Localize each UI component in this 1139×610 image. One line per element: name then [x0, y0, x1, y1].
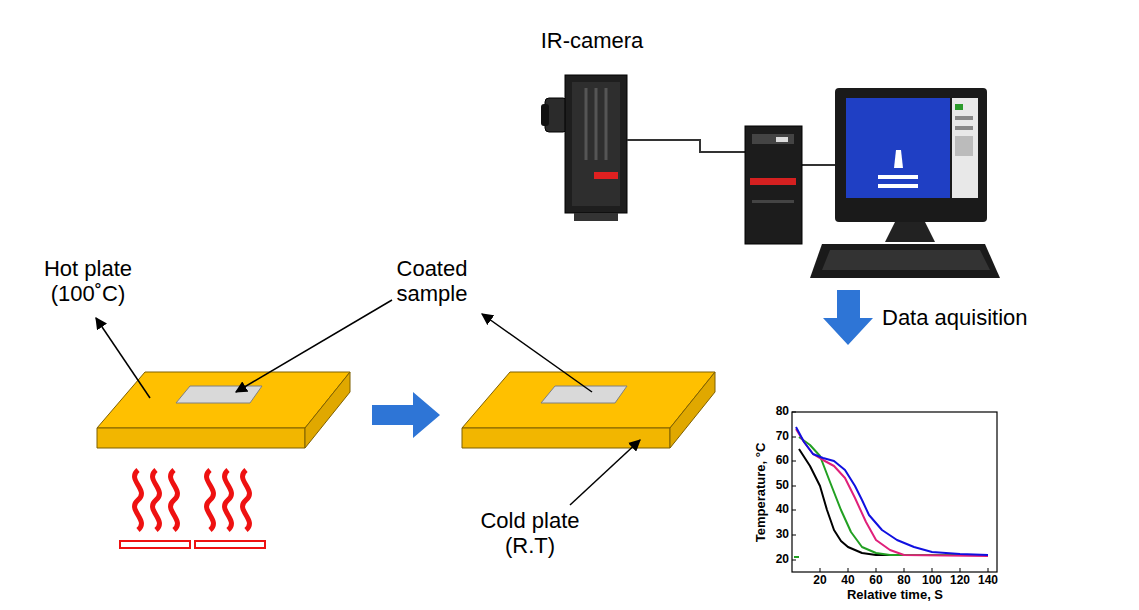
- heat-waves: [135, 470, 250, 530]
- axis-tick: 30: [776, 528, 789, 542]
- axis-tick: 70: [776, 430, 789, 444]
- axis-tick: 60: [776, 454, 789, 468]
- axis-tick: 140: [978, 574, 998, 588]
- cold-plate: [462, 372, 715, 448]
- leader-lines: [96, 300, 640, 505]
- axis-tick: 80: [897, 574, 910, 588]
- axis-title: Relative time, S: [847, 588, 943, 603]
- axis-tick: 20: [776, 553, 789, 567]
- computer-tower: [745, 126, 802, 244]
- down-arrow: [823, 290, 873, 345]
- hot-plate: [97, 372, 350, 448]
- axis-tick: 40: [776, 503, 789, 517]
- axis-tick: 120: [950, 574, 970, 588]
- axis-tick: 50: [776, 479, 789, 493]
- right-arrow: [372, 392, 440, 438]
- camera-label: IR-camera: [541, 28, 644, 53]
- axis-tick: 100: [922, 574, 942, 588]
- plate-label: Hot plate (100˚C): [26, 256, 151, 307]
- axis-tick: 60: [869, 574, 882, 588]
- process-label: Data aquisition: [882, 305, 1028, 330]
- axis-tick: 40: [841, 574, 854, 588]
- sample-label: Coated sample: [370, 256, 495, 307]
- axis-tick: 80: [776, 405, 789, 419]
- axis-title: Temperature, °C: [755, 442, 770, 542]
- cooling-chart: [792, 412, 997, 572]
- computer-monitor: [810, 88, 1000, 278]
- plate-label: Cold plate (R.T): [468, 508, 593, 559]
- ir-camera: [541, 75, 627, 221]
- axis-tick: 20: [813, 574, 826, 588]
